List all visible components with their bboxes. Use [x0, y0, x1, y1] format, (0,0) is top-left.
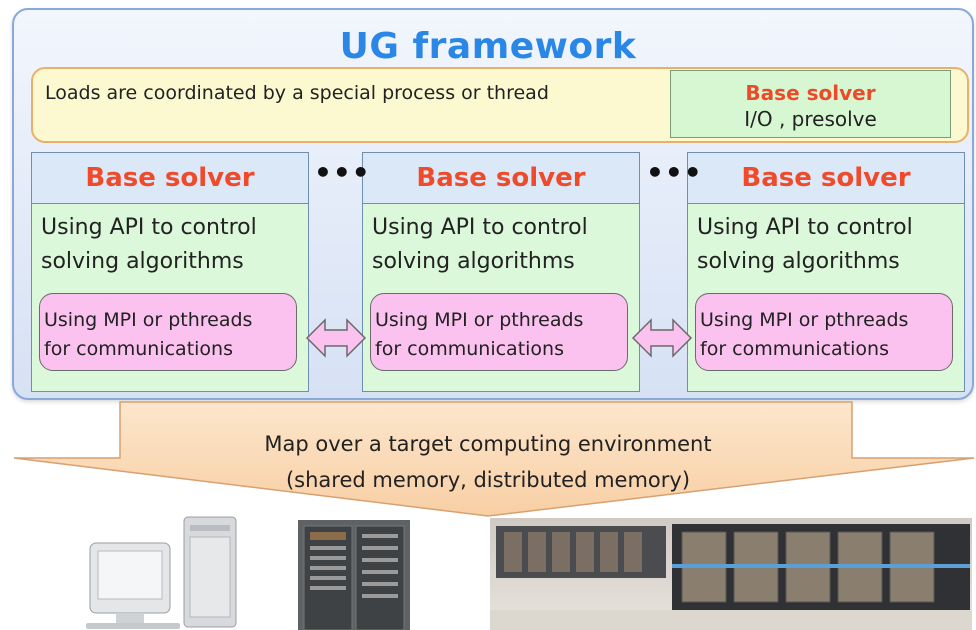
ellipsis-1: ••• [314, 156, 371, 189]
solver-api-line1: Using API to control [697, 215, 913, 240]
map-down-arrow-icon [13, 401, 975, 517]
solver-comm-line2: for communications [375, 338, 564, 360]
solver-comm-box: Using MPI or pthreads for communications [695, 293, 953, 371]
ellipsis-2: ••• [646, 156, 703, 189]
solver-comm-line1: Using MPI or pthreads [375, 309, 584, 331]
supercomputer-hall-image [490, 518, 972, 630]
solver-comm-line2: for communications [700, 338, 889, 360]
base-solver-title: Base solver [363, 153, 639, 204]
desktop-computer-image [86, 516, 237, 629]
coordinator-text: Loads are coordinated by a special proce… [45, 82, 549, 104]
base-solver-title: Base solver [688, 153, 964, 204]
solver-comm-box: Using MPI or pthreads for communications [370, 293, 628, 371]
solver-comm-line1: Using MPI or pthreads [700, 309, 909, 331]
mapping-line1: Map over a target computing environment [264, 432, 712, 456]
solver-comm-line2: for communications [44, 338, 233, 360]
base-solver-io-subtitle: I/O , presolve [744, 107, 877, 131]
mapping-text: Map over a target computing environment … [0, 426, 976, 498]
base-solver-title: Base solver [32, 153, 308, 204]
base-solver-box-1: Base solver Using API to control solving… [31, 152, 309, 392]
base-solver-box-3: Base solver Using API to control solving… [687, 152, 965, 392]
solver-api-line2: solving algorithms [41, 249, 244, 274]
solver-api-line1: Using API to control [41, 215, 257, 240]
base-solver-io-title: Base solver [745, 81, 876, 105]
solver-api-text: Using API to control solving algorithms [372, 211, 588, 279]
solver-api-line1: Using API to control [372, 215, 588, 240]
base-solver-box-2: Base solver Using API to control solving… [362, 152, 640, 392]
double-arrow-icon [305, 318, 367, 358]
base-solver-io-box: Base solver I/O , presolve [670, 70, 951, 138]
solver-api-line2: solving algorithms [697, 249, 900, 274]
solver-api-line2: solving algorithms [372, 249, 575, 274]
solver-comm-line1: Using MPI or pthreads [44, 309, 253, 331]
framework-title: UG framework [339, 26, 637, 67]
double-arrow-icon [631, 318, 693, 358]
mapping-line2: (shared memory, distributed memory) [285, 468, 691, 492]
solver-api-text: Using API to control solving algorithms [697, 211, 913, 279]
server-rack-image [298, 520, 410, 630]
solver-api-text: Using API to control solving algorithms [41, 211, 257, 279]
solver-comm-box: Using MPI or pthreads for communications [39, 293, 297, 371]
